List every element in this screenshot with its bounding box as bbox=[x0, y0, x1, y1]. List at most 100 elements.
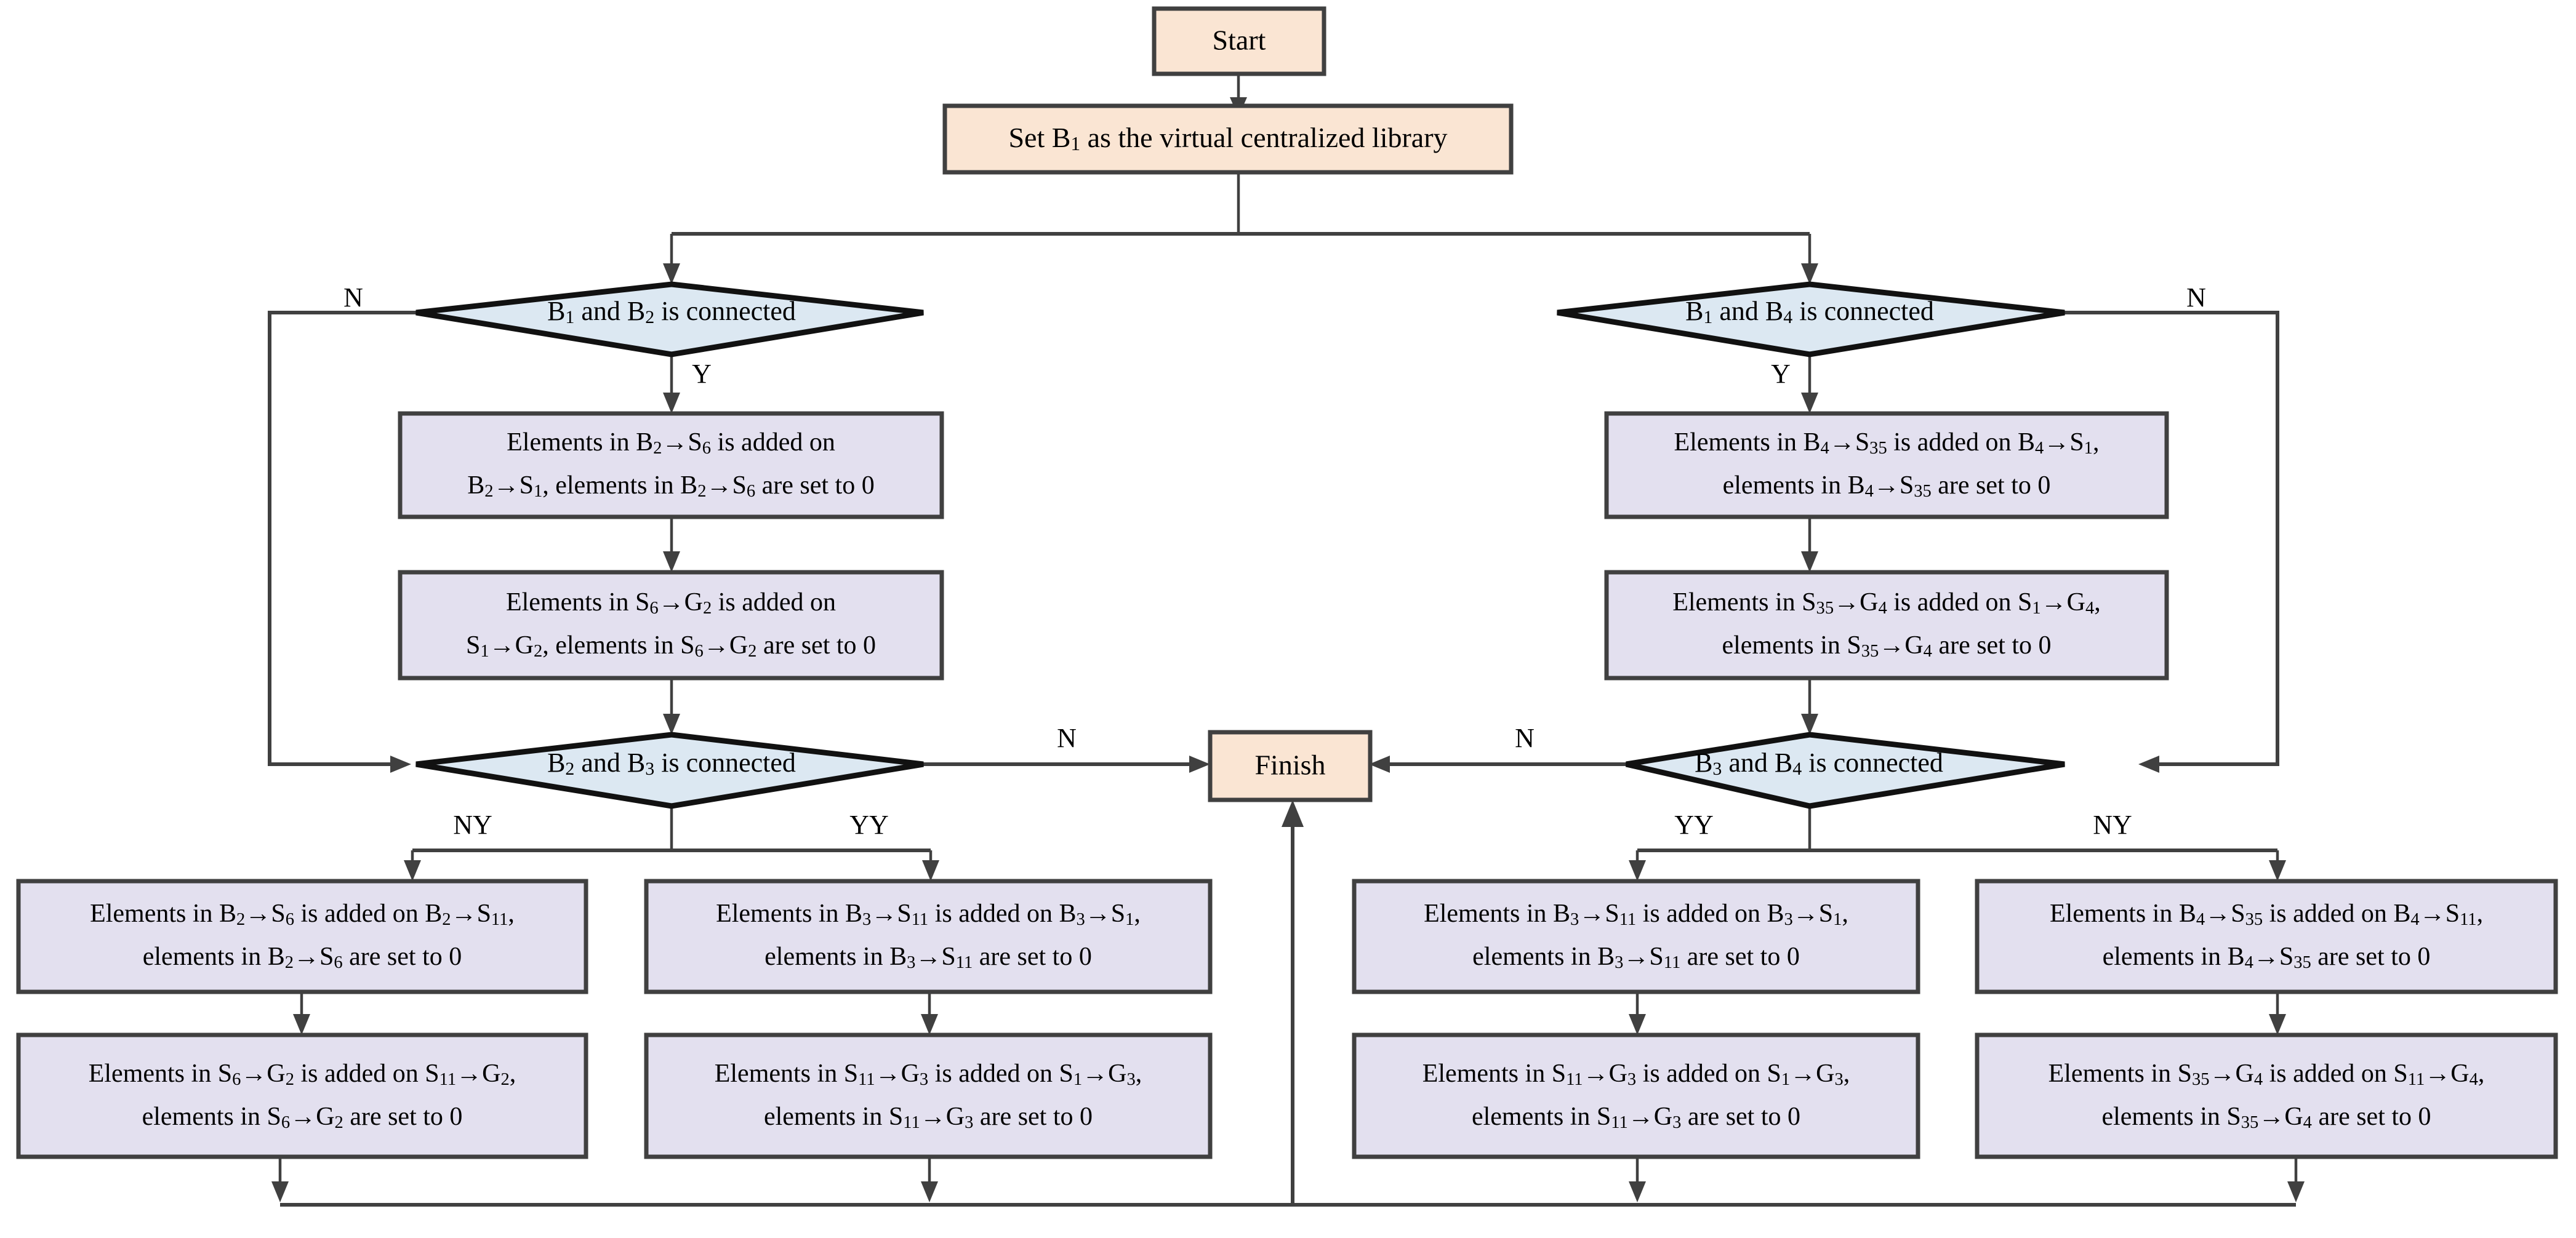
bc3a-t5: 3 bbox=[1784, 910, 1793, 929]
pr2a-t7: 4 bbox=[2085, 599, 2094, 618]
arrowhead-bc3-inner bbox=[1629, 1014, 1646, 1035]
node-process-left-2[interactable]: Elements in S6→G2 is added on S1→G2, ele… bbox=[398, 570, 944, 681]
node-bottom-c1-bot[interactable]: Elements in S6→G2 is added on S11→G2, el… bbox=[16, 1032, 588, 1159]
bc3bb-t4: are set to 0 bbox=[1681, 1103, 1800, 1131]
finish-label: Finish bbox=[1254, 749, 1325, 781]
decision-b1b2-shape[interactable] bbox=[415, 281, 924, 357]
pr2a-t1: 35 bbox=[1816, 599, 1834, 618]
bc4ba-t0: Elements in S bbox=[2048, 1060, 2192, 1088]
bc3-top-box[interactable] bbox=[1352, 879, 1920, 994]
node-bottom-c2-bot[interactable]: Elements in S11→G3 is added on S1→G3, el… bbox=[644, 1032, 1213, 1159]
bc2bb-t4: are set to 0 bbox=[973, 1103, 1093, 1131]
pl2b-t0: S bbox=[466, 631, 480, 660]
start-box[interactable] bbox=[1152, 6, 1326, 76]
pl2-box[interactable] bbox=[398, 570, 944, 681]
node-bottom-c1-top[interactable]: Elements in B2→S6 is added on B2→S11, el… bbox=[16, 879, 588, 994]
bc3ba-t8: , bbox=[1844, 1060, 1850, 1088]
pr2a-t6: →G bbox=[2041, 588, 2085, 617]
bc1-bot-line1: Elements in S6→G2 is added on S11→G2, bbox=[89, 1060, 516, 1089]
bc2a-t5: 3 bbox=[1077, 910, 1085, 929]
bc1a-t0: Elements in B bbox=[90, 900, 236, 928]
bc3-bot-line2: elements in S11→G3 are set to 0 bbox=[1472, 1103, 1800, 1132]
pl2b-t3: 2 bbox=[534, 642, 542, 661]
bc1-top-box[interactable] bbox=[16, 879, 588, 994]
edge-label-yy-right: YY bbox=[1674, 810, 1714, 840]
bc2-bot-box[interactable] bbox=[644, 1032, 1213, 1159]
bc3a-t2: →S bbox=[1579, 900, 1619, 928]
node-bottom-c3-top[interactable]: Elements in B3→S11 is added on B3→S1, el… bbox=[1352, 879, 1920, 994]
bc4-bot-box[interactable] bbox=[1975, 1032, 2558, 1159]
d2-t0: B bbox=[1685, 296, 1703, 326]
bc2bb-t1: 11 bbox=[903, 1113, 920, 1132]
bc4-top-line2: elements in B4→S35 are set to 0 bbox=[2103, 943, 2431, 972]
bc3bb-t0: elements in S bbox=[1472, 1103, 1611, 1131]
node-bottom-c3-bot[interactable]: Elements in S11→G3 is added on S1→G3, el… bbox=[1352, 1032, 1920, 1159]
pl2a-t4: is added on bbox=[712, 588, 836, 617]
d2-t2: and B bbox=[1712, 296, 1783, 326]
bc2ba-t7: 3 bbox=[1126, 1070, 1135, 1089]
bc3-bot-box[interactable] bbox=[1352, 1032, 1920, 1159]
bc2-top-box[interactable] bbox=[644, 879, 1213, 994]
node-finish[interactable]: Finish bbox=[1208, 730, 1373, 802]
bc4a-t2: →S bbox=[2205, 900, 2245, 928]
node-process-right-1[interactable]: Elements in B4→S35 is added on B4→S1, el… bbox=[1604, 411, 2169, 519]
node-decision-b2b3[interactable]: B2 and B3 is connected bbox=[415, 732, 924, 809]
node-process-left-1[interactable]: Elements in B2→S6 is added on B2→S1, ele… bbox=[398, 411, 944, 519]
pr1b-t0: elements in B bbox=[1723, 471, 1865, 500]
d3-t2: and B bbox=[574, 748, 645, 778]
bc1ba-t8: , bbox=[510, 1060, 516, 1088]
pr1a-t6: →S bbox=[2044, 428, 2084, 457]
node-decision-b3b4[interactable]: B3 and B4 is connected bbox=[1625, 732, 2065, 809]
arrowhead-bus-finish bbox=[1282, 800, 1304, 827]
pl1a-t4: is added on bbox=[711, 428, 835, 457]
edge-label-ny-right: NY bbox=[2093, 810, 2132, 840]
bc4ba-t5: 11 bbox=[2408, 1070, 2425, 1089]
bc3ba-t4: is added on S bbox=[1636, 1060, 1781, 1088]
node-decision-b1b2[interactable]: B1 and B2 is connected bbox=[415, 281, 924, 357]
node-decision-b1b4[interactable]: B1 and B4 is connected bbox=[1557, 281, 2065, 357]
bc1a-t3: 6 bbox=[286, 910, 294, 929]
edge-label-n-right-mid: N bbox=[1515, 723, 1535, 753]
arrowhead-b1b2-no bbox=[390, 756, 411, 773]
bc3ba-t3: 3 bbox=[1627, 1070, 1636, 1089]
pr2-box[interactable] bbox=[1604, 570, 2169, 681]
node-process-right-2[interactable]: Elements in S35→G4 is added on S1→G4, el… bbox=[1604, 570, 2169, 681]
bc3bb-t1: 11 bbox=[1611, 1113, 1628, 1132]
arrowhead-bc1 bbox=[404, 860, 421, 881]
pr1-box[interactable] bbox=[1604, 411, 2169, 519]
arrowhead-pl1-pl2 bbox=[663, 551, 680, 572]
pr1b-t2: →S bbox=[1874, 471, 1914, 500]
node-bottom-c4-bot[interactable]: Elements in S35→G4 is added on S11→G4, e… bbox=[1975, 1032, 2558, 1159]
bc3ba-t0: Elements in S bbox=[1422, 1060, 1566, 1088]
bc2ba-t8: , bbox=[1136, 1060, 1142, 1088]
bc1-bot-box[interactable] bbox=[16, 1032, 588, 1159]
decision-b2b3-shape[interactable] bbox=[415, 732, 924, 809]
bc2a-t1: 3 bbox=[862, 910, 871, 929]
bc3b-t1: 3 bbox=[1615, 953, 1623, 972]
bc4b-t0: elements in B bbox=[2103, 943, 2245, 971]
bc4ba-t1: 35 bbox=[2192, 1070, 2210, 1089]
finish-box[interactable] bbox=[1208, 730, 1373, 802]
node-init[interactable]: Set B1 as the virtual centralized librar… bbox=[942, 103, 1514, 175]
node-bottom-c2-top[interactable]: Elements in B3→S11 is added on B3→S1, el… bbox=[644, 879, 1213, 994]
bc1b-t0: elements in B bbox=[143, 943, 285, 971]
arrowhead-bc1-inner bbox=[293, 1014, 310, 1035]
bc4-top-box[interactable] bbox=[1975, 879, 2558, 994]
arrowhead-pr2-b3b4 bbox=[1801, 714, 1818, 735]
decision-b3b4-shape[interactable] bbox=[1625, 732, 2065, 809]
init-box[interactable] bbox=[942, 103, 1514, 175]
pr2b-t1: 35 bbox=[1861, 642, 1879, 661]
bc3ba-t2: →G bbox=[1583, 1060, 1627, 1088]
node-start[interactable]: Start bbox=[1152, 6, 1326, 76]
bc4ba-t4: is added on S bbox=[2263, 1060, 2408, 1088]
bc3a-t1: 3 bbox=[1570, 910, 1579, 929]
pl1-box[interactable] bbox=[398, 411, 944, 519]
pr1b-t3: 35 bbox=[1914, 482, 1932, 501]
bc4b-t1: 4 bbox=[2245, 953, 2253, 972]
decision-b1b4-shape[interactable] bbox=[1557, 281, 2065, 357]
node-bottom-c4-top[interactable]: Elements in B4→S35 is added on B4→S11, e… bbox=[1975, 879, 2558, 994]
bc3ba-t6: →G bbox=[1790, 1060, 1834, 1088]
bc2a-t6: →S bbox=[1085, 900, 1125, 928]
bc2bb-t2: →G bbox=[920, 1103, 965, 1131]
